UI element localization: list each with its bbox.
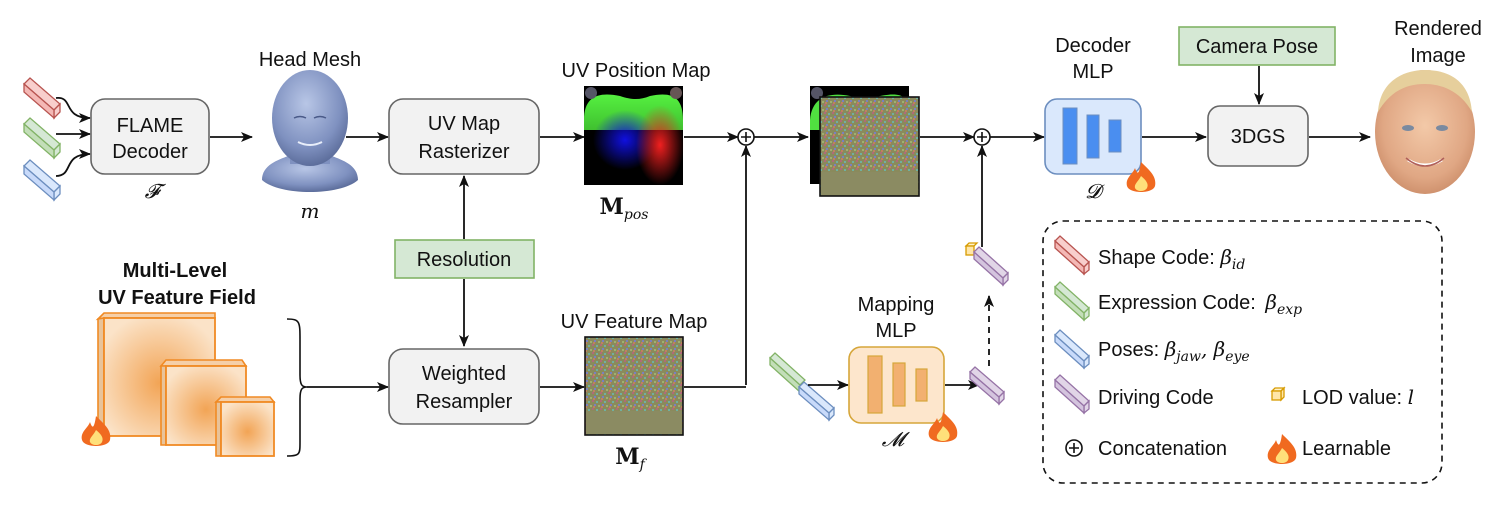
resolution-box	[394, 239, 535, 279]
mapping-layer-3	[915, 368, 928, 402]
fire-icon	[81, 416, 111, 446]
rasterizer-line2: Rasterizer	[418, 141, 509, 163]
3dgs-label: 3DGS	[1231, 126, 1285, 148]
legend-poses-label: Poses: βjaw, βeye	[1098, 337, 1250, 365]
mapping-layer-2	[892, 362, 906, 407]
legend-concatenation-label: Concatenation	[1098, 438, 1227, 460]
uv-position-map-image	[584, 86, 684, 185]
resampler-line2: Resampler	[416, 391, 513, 413]
fire-icon	[1126, 162, 1156, 192]
feature-field-line2: UV Feature Field	[98, 287, 256, 309]
rendered-face-image	[1375, 70, 1475, 194]
uv-position-map-title: UV Position Map	[562, 60, 711, 82]
camera-pose-label: Camera Pose	[1196, 36, 1318, 58]
legend-expression-code-label: Expression Code: βexp	[1098, 290, 1302, 318]
decoder-layer-1	[1062, 107, 1078, 165]
uv-position-map-symbol: Mpos	[600, 194, 649, 223]
expression-code-icon	[23, 117, 61, 160]
driving-code-icon	[969, 366, 1005, 406]
flame-decoder-line2: Decoder	[112, 141, 188, 163]
legend-fire-icon	[1267, 434, 1297, 464]
poses-code-input-icon	[798, 381, 835, 422]
legend-poses-icon	[1054, 329, 1090, 370]
legend-concatenation-icon	[1065, 439, 1083, 457]
concatenation-node-2	[973, 128, 991, 146]
flame-decoder-line1: FLAME	[117, 115, 184, 137]
head-mesh-symbol: m	[301, 199, 320, 223]
poses-to-flame-arrow	[55, 149, 91, 177]
legend-lod-value-label: LOD value: l	[1302, 385, 1414, 409]
mapping-mlp-line1: Mapping	[858, 294, 935, 316]
legend-learnable-label: Learnable	[1302, 438, 1391, 460]
shape-code-icon	[23, 77, 61, 120]
rendered-image-line1: Rendered	[1394, 18, 1482, 40]
mapping-mlp-symbol: 𝓜	[882, 427, 911, 451]
feature-field-line1: Multi-Level	[123, 260, 227, 282]
uv-map-rasterizer-box	[388, 98, 540, 175]
legend-shape-code-label: Shape Code: βid	[1098, 245, 1245, 273]
uv-feature-map-image	[584, 336, 684, 436]
mapping-mlp-line2: MLP	[875, 320, 916, 342]
flame-decoder-box	[90, 98, 210, 175]
expression-code-input-icon	[769, 352, 806, 394]
feature-field-levels-icon	[95, 312, 276, 457]
shape-to-flame-arrow	[55, 97, 91, 123]
legend-expression-code-icon	[1054, 281, 1090, 322]
flame-decoder-symbol: 𝓕	[145, 179, 167, 203]
head-mesh-title: Head Mesh	[259, 49, 361, 71]
uv-feature-map-title: UV Feature Map	[561, 311, 708, 333]
concatenation-node-1	[737, 128, 755, 146]
decoder-layer-2	[1086, 114, 1100, 159]
rasterizer-line1: UV Map	[428, 113, 500, 135]
legend-box	[1042, 220, 1443, 484]
legend-driving-code-icon	[1054, 374, 1090, 415]
camera-pose-box	[1178, 26, 1336, 66]
levels-brace	[286, 318, 308, 457]
legend-shape-code-icon	[1054, 235, 1090, 276]
fire-icon	[928, 412, 958, 442]
head-mesh-image	[262, 70, 358, 192]
decoder-mlp-line1: Decoder	[1055, 35, 1131, 57]
weighted-resampler-box	[388, 348, 540, 425]
decoder-layer-3	[1108, 119, 1122, 153]
3dgs-box	[1207, 105, 1309, 167]
decoder-mlp-symbol: 𝓓	[1085, 179, 1105, 203]
legend-lod-value-icon	[1270, 386, 1286, 402]
resolution-label: Resolution	[417, 249, 512, 271]
mapping-layer-1	[867, 355, 883, 414]
poses-code-icon	[23, 159, 61, 202]
decoder-mlp-line2: MLP	[1072, 61, 1113, 83]
legend-driving-code-label: Driving Code	[1098, 387, 1214, 409]
driving-code-with-lod-icon	[964, 242, 1009, 287]
stacked-uv-maps-image	[810, 86, 920, 197]
resampler-line1: Weighted	[422, 363, 506, 385]
uv-feature-map-symbol: Mf	[615, 444, 647, 473]
rendered-image-line2: Image	[1410, 45, 1466, 67]
